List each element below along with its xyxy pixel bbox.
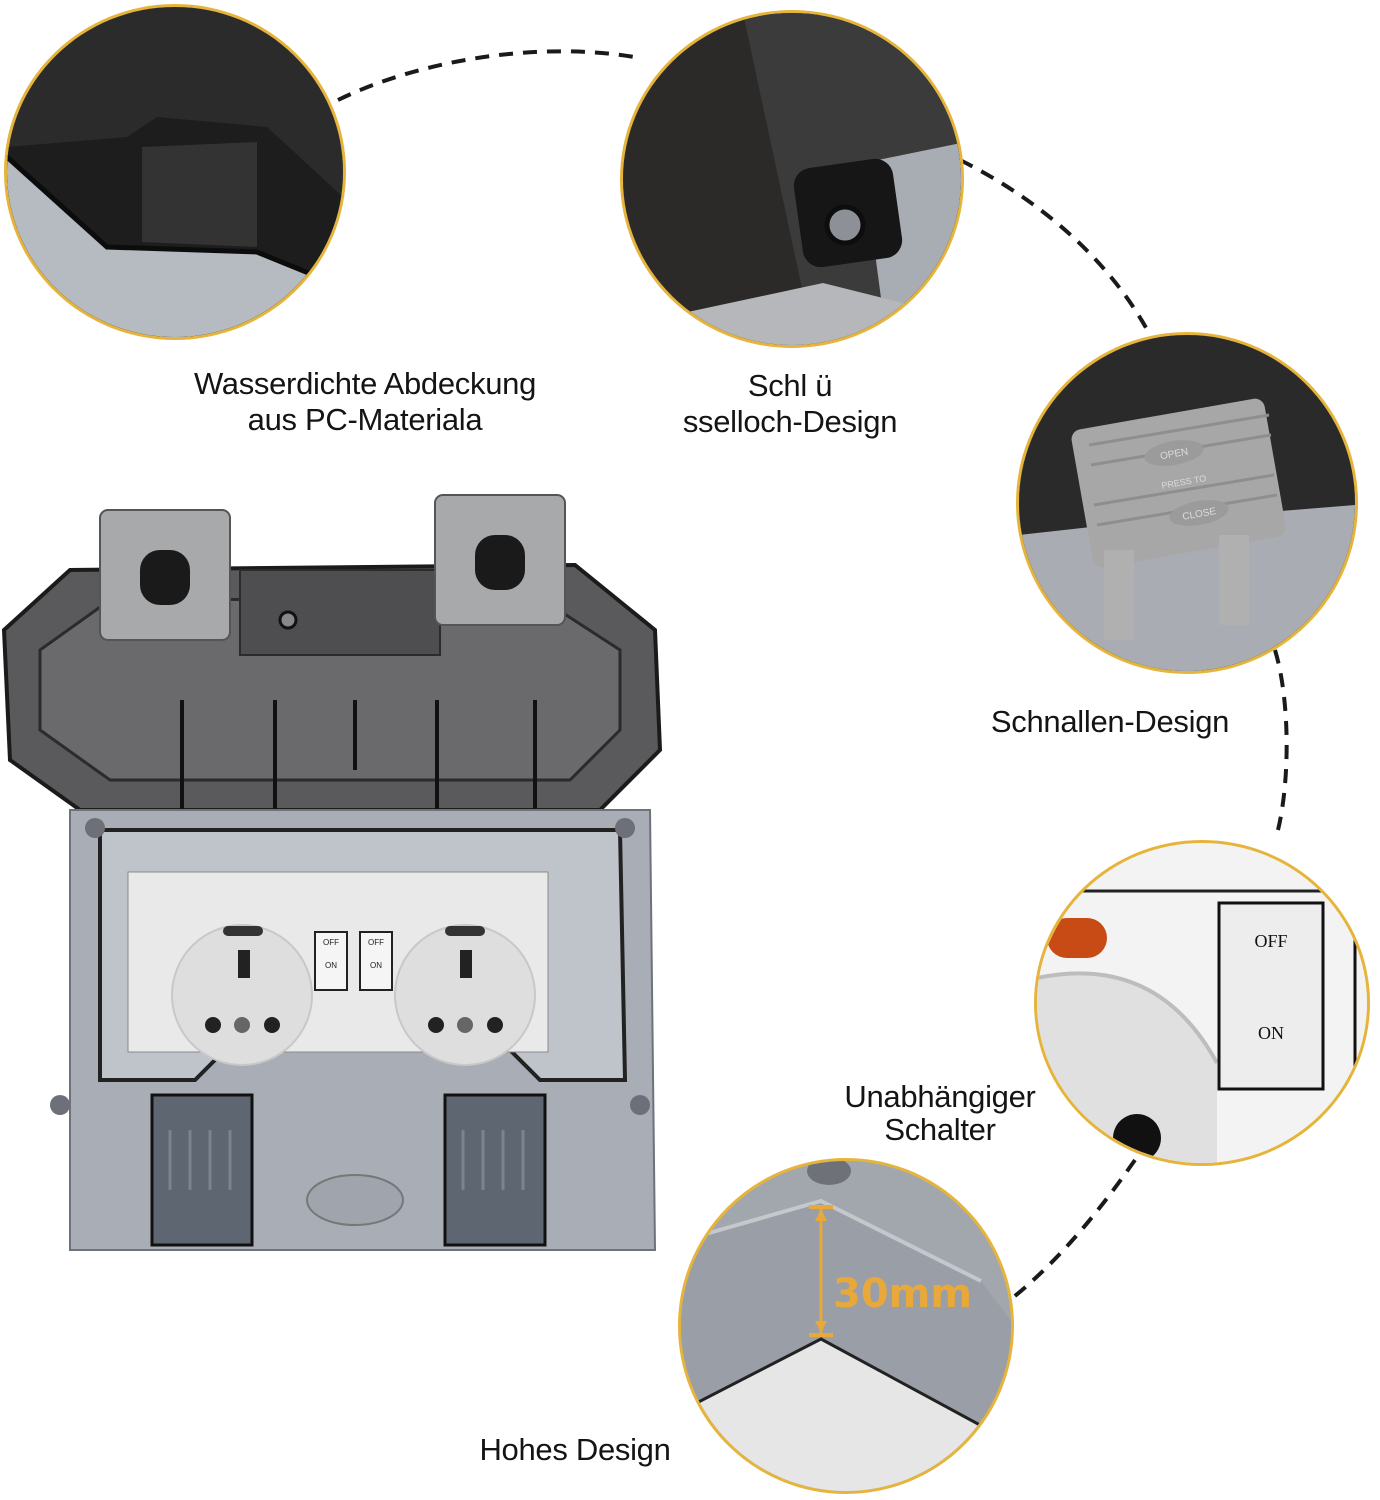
height-detail-illustration: 30mm: [681, 1161, 1011, 1491]
callout-label-keyhole: Schl ü sselloch-Design: [660, 368, 920, 440]
socket-box-product-image: OFF ON OFF ON: [1, 494, 663, 1251]
detail-circle-switch: OFF ON: [1034, 840, 1370, 1166]
callout-line: Schnallen-Design: [990, 704, 1230, 739]
detail-circle-keyhole: [620, 10, 964, 348]
callout-label-switch: Unabhängiger Schalter: [820, 1080, 1060, 1146]
switch-2-on-label: ON: [370, 961, 382, 970]
callout-line: sselloch-Design: [682, 404, 898, 439]
callout-line: aus PC-Materiala: [247, 402, 483, 437]
callout-label-buckle: Schnallen-Design: [960, 704, 1260, 740]
buckle-open-text: OPEN: [1159, 447, 1189, 463]
switch-1-on-label: ON: [325, 961, 337, 970]
switch-on-label: ON: [1258, 1023, 1284, 1043]
callout-line: Wasserdichte Abdeckung: [193, 366, 537, 401]
height-measurement-label: 30mm: [833, 1271, 972, 1317]
callout-line: Hohes Design: [479, 1432, 671, 1467]
switch-detail-illustration: OFF ON: [1037, 843, 1367, 1163]
callout-line: Schl ü: [747, 368, 833, 403]
detail-circle-buckle: OPEN PRESS TO CLOSE: [1016, 332, 1358, 674]
callout-line: Unabhängiger: [844, 1079, 1036, 1114]
callout-label-pc-cover: Wasserdichte Abdeckung aus PC-Materiala: [170, 366, 560, 438]
switch-1-off-label: OFF: [323, 938, 339, 947]
switch-2-off-label: OFF: [368, 938, 384, 947]
detail-circle-pc-cover: [4, 4, 346, 340]
switch-off-label: OFF: [1254, 931, 1287, 951]
buckle-detail-illustration: OPEN PRESS TO CLOSE: [1019, 335, 1355, 671]
detail-circle-height: 30mm: [678, 1158, 1014, 1494]
pc-cover-detail-illustration: [7, 7, 343, 337]
callout-label-height: Hohes Design: [455, 1432, 695, 1468]
keyhole-detail-illustration: [623, 13, 961, 345]
callout-line: Schalter: [884, 1112, 996, 1147]
